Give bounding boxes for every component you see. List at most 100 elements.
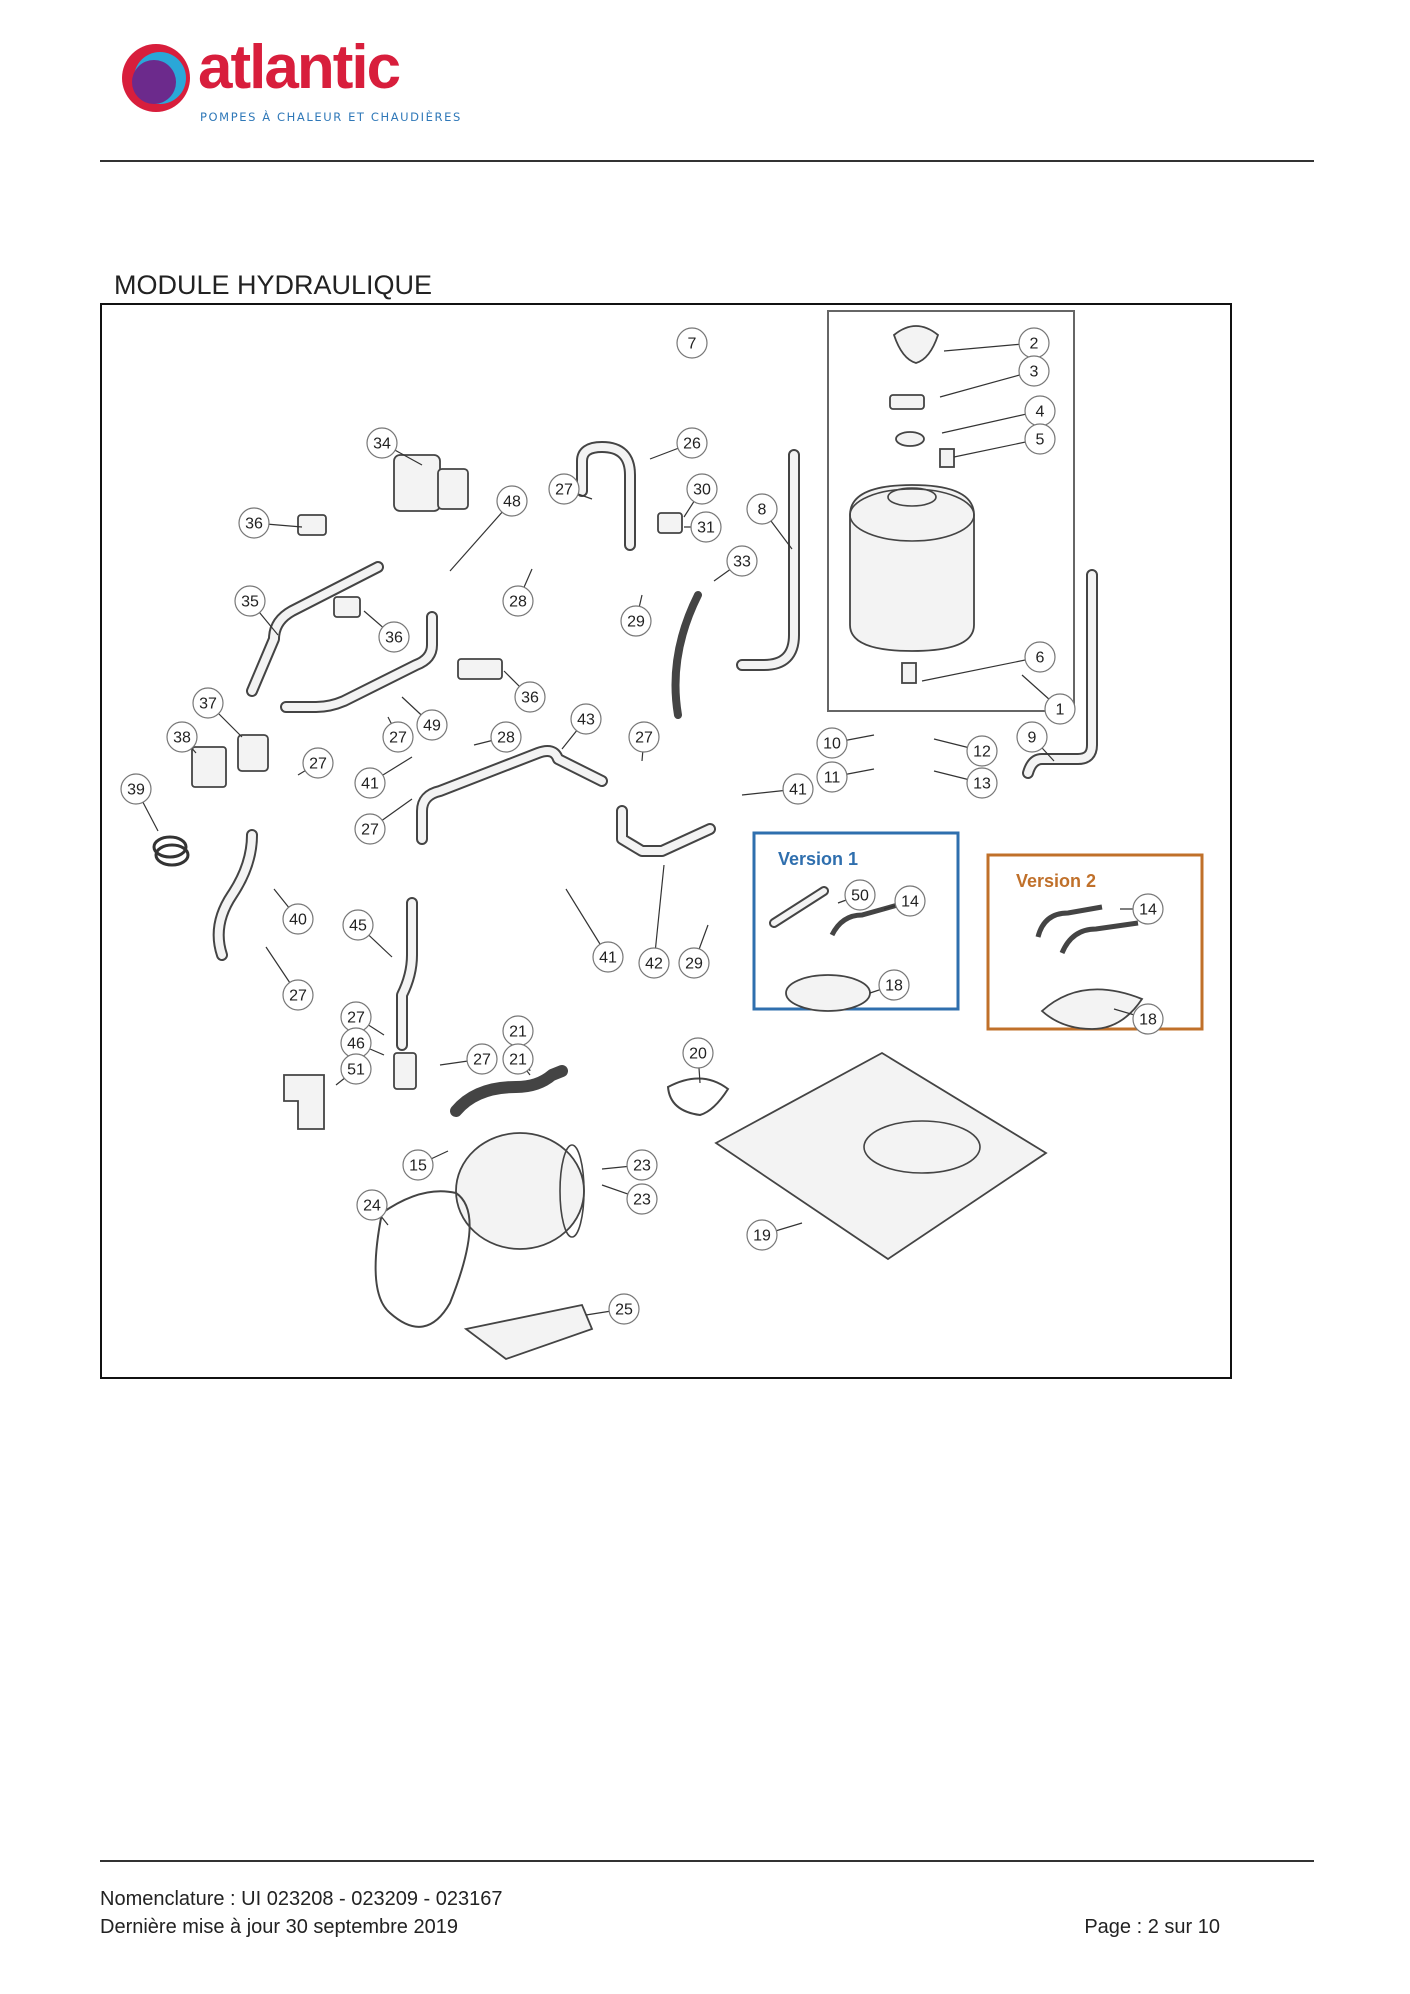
leader-line-6 [921,656,1041,682]
callout-39: 39 [120,773,152,805]
callout-label-23: 23 [633,1192,651,1209]
callout-27: 27 [302,747,334,779]
callout-label-2: 2 [1030,336,1039,353]
callout-label-27: 27 [347,1010,365,1027]
callout-28: 28 [502,585,534,617]
cover-disc-v2 [1040,988,1144,1030]
callout-29: 29 [678,947,710,979]
callout-5: 5 [1024,423,1056,455]
callout-41: 41 [782,773,814,805]
callout-label-46: 46 [347,1036,365,1053]
footer-nomenclature: Nomenclature : UI 023208 - 023209 - 0231… [100,1888,503,1910]
callout-label-10: 10 [823,736,841,753]
callout-label-7: 7 [688,336,697,353]
callout-label-37: 37 [199,696,217,713]
diagram-canvas: Version 1 Version 2 72345618910111213344… [120,310,1204,1361]
small-expansion-vessel [455,1132,585,1250]
callout-label-36: 36 [245,516,263,533]
callout-27: 27 [382,721,414,753]
callout-51: 51 [340,1053,372,1085]
callout-43: 43 [570,703,602,735]
callout-label-9: 9 [1028,730,1037,747]
callout-label-18: 18 [1139,1012,1157,1029]
callout-41: 41 [354,767,386,799]
callout-label-27: 27 [555,482,573,499]
callout-25: 25 [608,1293,640,1325]
atlantic-logo-mark [122,44,190,112]
callout-label-13: 13 [973,776,991,793]
callout-label-26: 26 [683,436,701,453]
callout-label-15: 15 [409,1158,427,1175]
callout-label-5: 5 [1036,432,1045,449]
callout-3: 3 [1018,355,1050,387]
callout-label-41: 41 [361,776,379,793]
callout-label-25: 25 [615,1302,633,1319]
callout-35: 35 [234,585,266,617]
callout-41: 41 [592,941,624,973]
callout-50: 50 [844,879,876,911]
cover-disc-v1 [785,974,871,1012]
callout-label-14: 14 [1139,902,1157,919]
leader-line-42 [653,864,665,964]
callout-label-20: 20 [689,1046,707,1063]
callout-2: 2 [1018,327,1050,359]
callout-26: 26 [676,427,708,459]
callout-21: 21 [502,1015,534,1047]
callout-18: 18 [878,969,910,1001]
callout-1: 1 [1044,693,1076,725]
callout-label-33: 33 [733,554,751,571]
callout-27: 27 [354,813,386,845]
callout-36: 36 [238,507,270,539]
callout-40: 40 [282,903,314,935]
vessel-drain [901,662,917,684]
seal-ring [895,431,925,447]
callout-label-1: 1 [1056,702,1065,719]
callout-37: 37 [192,687,224,719]
callout-34: 34 [366,427,398,459]
callout-label-27: 27 [635,730,653,747]
callout-33: 33 [726,545,758,577]
callout-23: 23 [626,1149,658,1181]
callout-27: 27 [282,979,314,1011]
callout-28: 28 [490,721,522,753]
callout-27: 27 [340,1001,372,1033]
flange-plate [889,394,925,410]
callout-10: 10 [816,727,848,759]
callout-8: 8 [746,493,778,525]
callout-label-27: 27 [361,822,379,839]
callout-label-28: 28 [497,730,515,747]
callout-label-38: 38 [173,730,191,747]
vessel-assembly-panel [827,310,1075,712]
callout-label-29: 29 [685,956,703,973]
header-divider [100,160,1314,162]
callout-label-14: 14 [901,894,919,911]
callout-label-27: 27 [309,756,327,773]
callout-label-11: 11 [824,770,841,787]
callout-label-23: 23 [633,1158,651,1175]
callout-36: 36 [514,681,546,713]
callout-label-36: 36 [385,630,403,647]
callout-label-48: 48 [503,494,521,511]
callout-27: 27 [548,473,580,505]
diagram-artwork [152,310,1204,1361]
callout-38: 38 [166,721,198,753]
callout-48: 48 [496,485,528,517]
callout-label-41: 41 [599,950,617,967]
callout-13: 13 [966,767,998,799]
callout-label-40: 40 [289,912,307,929]
base-tray [714,1051,1048,1261]
callout-label-6: 6 [1036,650,1045,667]
callout-label-34: 34 [373,436,391,453]
callout-27: 27 [628,721,660,753]
callout-label-8: 8 [758,502,767,519]
callout-20: 20 [682,1037,714,1069]
callout-label-31: 31 [697,520,715,537]
callout-19: 19 [746,1219,778,1251]
callout-label-42: 42 [645,956,663,973]
callout-label-49: 49 [423,718,441,735]
callout-label-3: 3 [1030,364,1039,381]
callout-label-4: 4 [1036,404,1045,421]
circulator-pump [393,454,441,512]
